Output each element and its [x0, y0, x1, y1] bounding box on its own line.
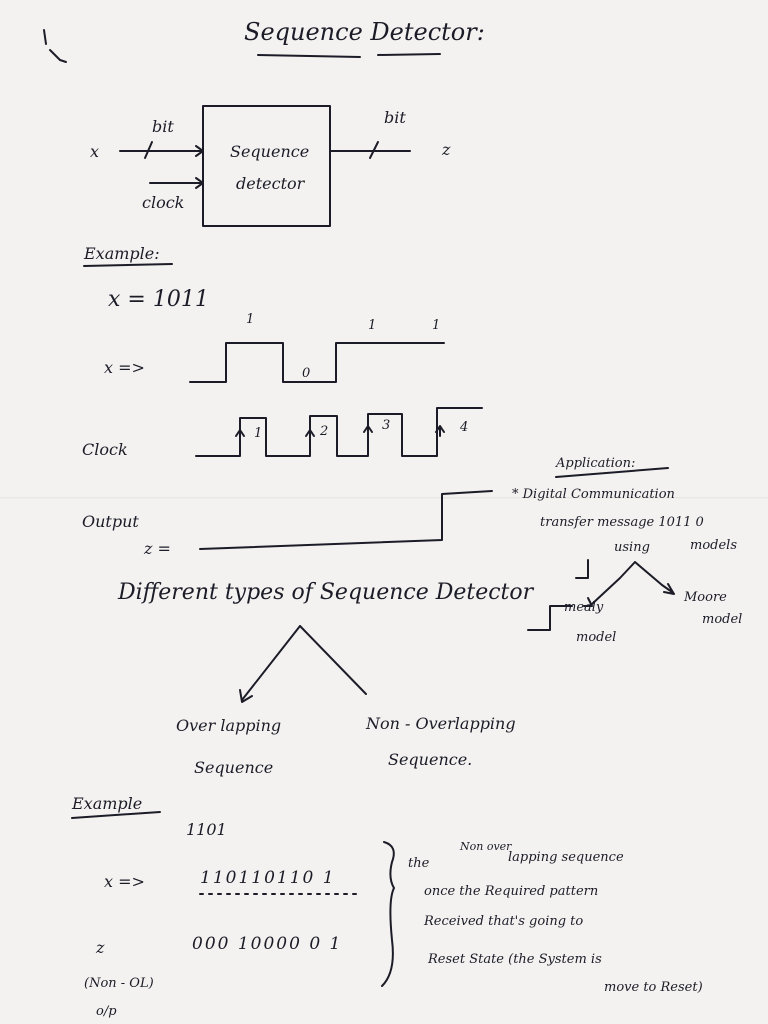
example-heading: Example: — [84, 244, 160, 263]
types-branch-left — [239, 625, 301, 703]
application-line2: transfer message 1011 0 — [540, 515, 704, 530]
box-label-line1: Sequence — [230, 142, 310, 161]
title-underline — [257, 53, 441, 58]
application-heading: Application: — [556, 456, 636, 471]
note-line3: Received that's going to — [424, 914, 584, 929]
application-underline — [555, 467, 669, 478]
input-bit-label: bit — [152, 117, 174, 136]
output-bit-slash — [369, 141, 379, 159]
z-label: z = — [144, 539, 171, 558]
note-line2: once the Required pattern — [424, 884, 599, 899]
note-line1-b: Non over — [460, 840, 512, 853]
example2-z-label: z — [96, 938, 105, 957]
example2-z-note: (Non - OL) — [84, 976, 154, 991]
types-heading: Different types of Sequence Detector — [118, 580, 534, 605]
clock-mark-1: 1 — [254, 426, 263, 441]
clock-arrow — [149, 177, 204, 189]
x-waveform — [189, 342, 445, 383]
output-label: Output — [82, 512, 139, 531]
input-bit-slash — [144, 141, 153, 159]
types-bracket — [575, 559, 589, 579]
page-title: Sequence Detector: — [244, 18, 485, 46]
overlapping-line2: Sequence — [194, 758, 274, 777]
note-line4: Reset State (the System is — [428, 952, 602, 967]
example2-output-label: o/p — [96, 1004, 117, 1019]
clock-waveform — [195, 407, 483, 457]
example2-underline — [71, 811, 161, 819]
input-clock-label: clock — [142, 193, 185, 212]
bit-mark-1: 1 — [246, 312, 255, 327]
bit-mark-2: 0 — [302, 366, 311, 381]
clock-edge-2 — [305, 429, 315, 441]
example2-pattern: 1101 — [186, 820, 227, 839]
models-branch — [583, 561, 675, 607]
clock-mark-4: 4 — [460, 420, 469, 435]
note-line1-c: lapping sequence — [508, 850, 624, 865]
output-z-label: z — [442, 140, 451, 159]
clock-mark-2: 2 — [320, 424, 329, 439]
input-x-label: x — [90, 142, 100, 161]
clock-edge-4 — [435, 425, 445, 437]
clock-edge-1 — [235, 429, 245, 441]
example2-z-sequence: 000 10000 0 1 — [192, 934, 343, 954]
note-line5: move to Reset) — [604, 980, 703, 995]
box-label-line2: detector — [236, 174, 305, 193]
moore-label: Moore — [684, 590, 727, 605]
x-arrow-label: x => — [104, 358, 145, 377]
non-overlapping-line1: Non - Overlapping — [366, 714, 516, 733]
input-x-arrow — [119, 145, 204, 157]
application-models: models — [690, 538, 737, 553]
clock-mark-3: 3 — [382, 418, 391, 433]
output-waveform — [199, 490, 493, 550]
corner-mark — [43, 29, 67, 63]
detector-box — [202, 105, 331, 227]
example2-heading: Example — [72, 794, 143, 813]
example2-x-arrow: x => — [104, 872, 145, 891]
moore-model-label: model — [702, 612, 743, 627]
mealy-model-label: model — [576, 630, 617, 645]
bit-mark-3: 1 — [368, 318, 377, 333]
example-underline — [83, 263, 173, 267]
output-bit-label: bit — [384, 108, 406, 127]
non-overlapping-line2: Sequence. — [388, 750, 473, 769]
note-line1-a: the — [408, 856, 430, 871]
overlapping-line1: Over lapping — [176, 716, 282, 735]
types-branch-right — [299, 625, 367, 695]
mealy-label: mealy — [564, 600, 604, 615]
application-line1: * Digital Communication — [512, 487, 675, 502]
bit-mark-4: 1 — [432, 318, 441, 333]
note-brace — [381, 841, 395, 987]
paper-crease — [0, 497, 768, 500]
clock-edge-3 — [363, 425, 373, 437]
x-value: x = 1011 — [108, 287, 209, 312]
example2-x-sequence: 110110110 1 — [200, 868, 336, 888]
clock-label: Clock — [82, 440, 128, 459]
application-using: using — [614, 540, 650, 555]
mealy-step — [527, 605, 573, 631]
